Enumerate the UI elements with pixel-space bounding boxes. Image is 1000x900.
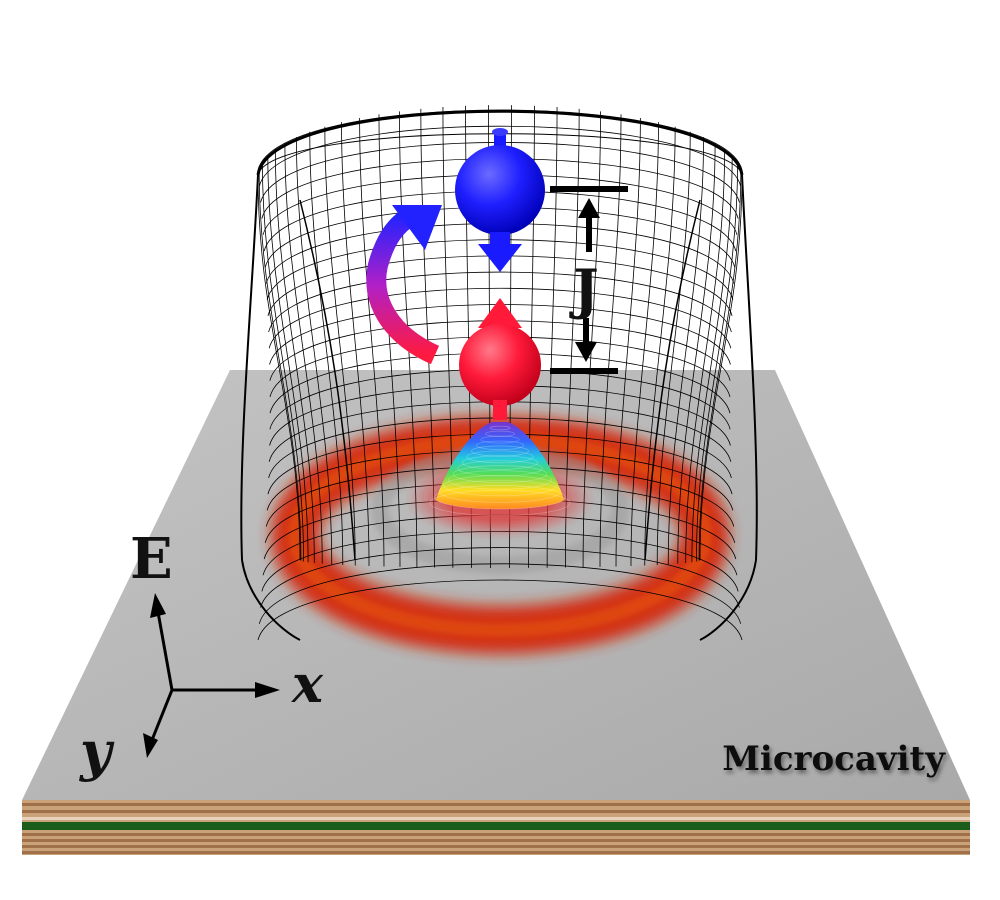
mesh-vertical-line [341,122,370,567]
mesh-vertical-line [644,126,676,566]
spin-up-icon [459,298,541,420]
condensate-peak [405,422,595,538]
flip-arrow-icon [366,205,442,365]
y-axis-label: y [79,719,115,783]
mesh-vertical-line [267,155,309,563]
cone-contour-line [475,440,525,450]
mesh-vertical-line [677,142,716,564]
mesh-vertical-line [599,114,622,567]
mesh-left-wall [240,174,301,641]
cone-contour-line [480,435,520,444]
plate-layers [22,800,970,855]
axes [143,593,280,758]
mesh-vertical-line [284,142,323,564]
coupling-label: J [569,257,599,321]
mesh-vertical-line [258,168,302,561]
mesh-vertical-line [274,148,315,563]
cone-contour-line [429,489,571,516]
mesh-vertical-line [615,117,641,567]
x-axis-label: x [291,654,324,715]
mesh-vertical-line [698,168,742,561]
mesh-vertical-line [691,155,733,563]
cone-contour-line [434,485,566,510]
mesh-vertical-line [378,114,401,567]
cone-contour-line [484,430,516,437]
mesh-vertical-line [656,131,691,565]
substrate-label: Microcavity [722,739,946,779]
cone-contour-line [457,460,543,477]
mesh-vertical-line [257,174,301,561]
mesh-vertical-line [324,126,356,566]
mesh-vertical-line [630,122,659,567]
mesh-vertical-line [685,148,726,563]
mesh-vertical-line [695,161,739,562]
mesh-rim [256,109,744,176]
mesh-vertical-line [699,174,743,561]
cone-contour-line [438,480,562,503]
mesh-vertical-line [309,131,344,565]
energy-axis-label: E [130,526,173,592]
cone-contour-line [471,445,529,457]
mesh-vertical-line [296,137,333,565]
cone-contour-line [448,470,552,490]
cone-contour-line [461,455,539,470]
cone-contour-line [489,425,511,431]
cone-contour-line [452,465,548,483]
mesh-vertical-line [667,137,704,565]
coupling-indicator: J [550,186,628,374]
cone-contour-line [443,475,557,497]
spin-down-icon [455,128,545,272]
cone-contour-line [466,450,534,464]
mesh-right-wall [699,174,758,641]
mesh-vertical-line [261,161,305,562]
mesh-vertical-line [359,117,385,567]
